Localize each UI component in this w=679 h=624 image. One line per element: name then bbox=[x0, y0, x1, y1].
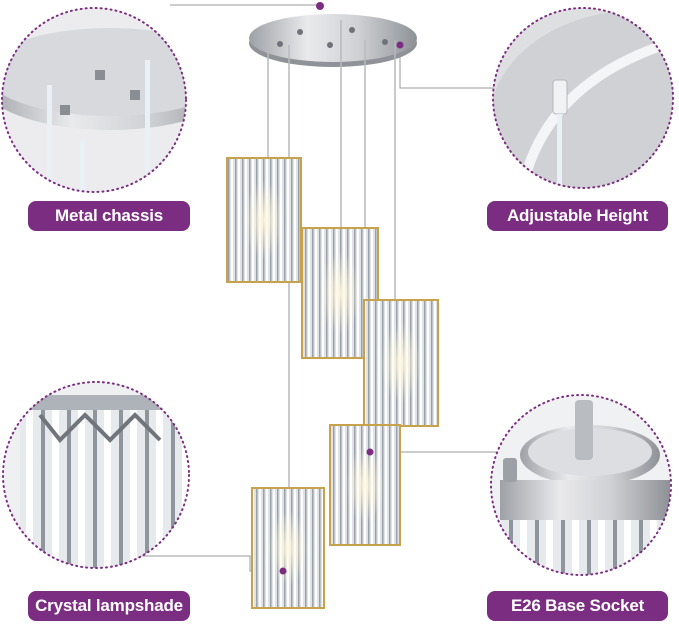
pendant-1 bbox=[226, 157, 302, 283]
label-adjustable-height: Adjustable Height bbox=[487, 201, 668, 231]
label-metal-chassis: Metal chassis bbox=[28, 201, 190, 231]
detail-crystal-lampshade bbox=[2, 381, 190, 569]
canopy bbox=[249, 2, 417, 67]
detail-metal-chassis bbox=[1, 7, 187, 193]
label-e26-base-socket: E26 Base Socket bbox=[487, 591, 668, 621]
pendant-3 bbox=[363, 299, 439, 427]
pendant-4 bbox=[329, 424, 401, 546]
crystal-pendants bbox=[226, 157, 439, 609]
label-crystal-lampshade: Crystal lampshade bbox=[28, 591, 190, 621]
pendant-5 bbox=[251, 487, 325, 609]
detail-adjustable-height bbox=[492, 7, 674, 189]
detail-e26-base-socket bbox=[490, 394, 672, 576]
